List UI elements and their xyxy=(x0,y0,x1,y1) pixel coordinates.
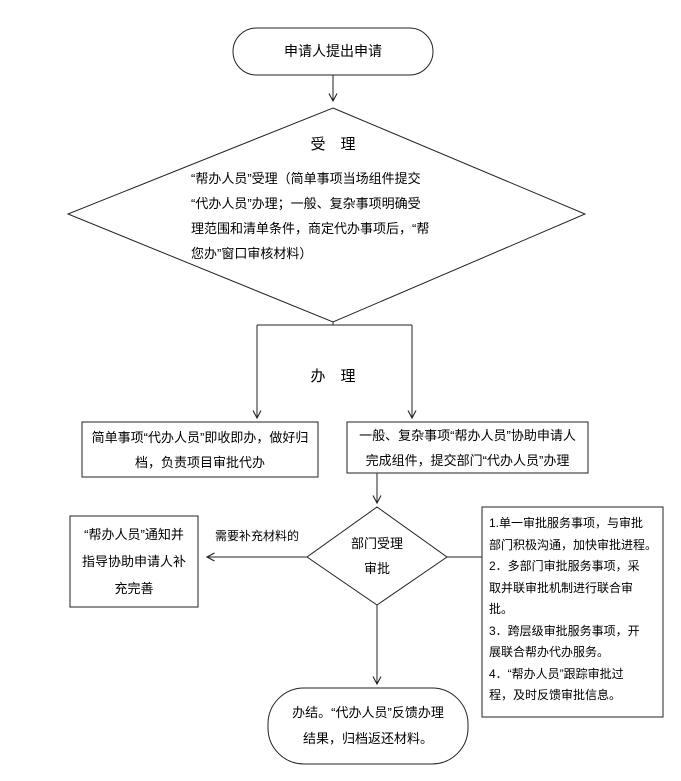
review-diamond-line: 部门受理 xyxy=(350,536,403,551)
connector-branch-split xyxy=(257,322,412,326)
notes-line: 3．跨层级审批服务事项，开 xyxy=(489,623,640,638)
simple-box-line: 简单事项“代办人员”即收即办，做好归 xyxy=(91,429,309,445)
end-terminator: 办结。“代办人员”反馈办理 结果，归档返还材料。 xyxy=(268,688,468,764)
acceptance-diamond-title: 受 理 xyxy=(310,136,356,153)
simple-box-shape xyxy=(81,421,319,478)
review-diamond-line: 审批 xyxy=(363,561,390,576)
notes-line: 取并联审批机制进行联合审 xyxy=(489,580,634,595)
acceptance-line: “帮办人员”受理（简单事项当场组件提交 xyxy=(191,171,421,186)
notes-line: 展联合帮办代办服务。 xyxy=(489,645,610,659)
notes-box: 1.单一审批服务事项，与审批 部门积极沟通，加快审批进程。 2．多部门审批服务事… xyxy=(489,513,659,707)
end-terminator-shape xyxy=(267,687,469,765)
complex-box-shape xyxy=(346,421,589,474)
supplement-box-line: “帮办人员”通知并 xyxy=(84,527,184,542)
notes-line: 程，及时反馈审批信息。 xyxy=(489,688,622,702)
supplement-box-line: 指导协助申请人补 xyxy=(81,554,186,569)
acceptance-line: 理范围和清单条件，商定代办事项后，“帮 xyxy=(191,221,430,236)
handle-stage-label: 办 理 xyxy=(310,368,356,385)
supplement-box-shape xyxy=(69,515,199,608)
notes-line: 2．多部门审批服务事项，采 xyxy=(489,559,640,573)
notes-line: 部门积极沟通，加快审批进程。 xyxy=(489,537,658,552)
acceptance-diamond-body: “帮办人员”受理（简单事项当场组件提交 “代办人员”办理；一般、复杂事项明确受 … xyxy=(191,166,491,266)
review-diamond: 部门受理 审批 xyxy=(307,507,447,605)
acceptance-line: “代办人员”办理；一般、复杂事项明确受 xyxy=(191,196,421,211)
complex-box: 一般、复杂事项“帮办人员”协助申请人 完成组件，提交部门“代办人员”办理 xyxy=(347,422,588,473)
complex-box-line: 完成组件，提交部门“代办人员”办理 xyxy=(365,452,570,468)
supplement-box-line: 充完善 xyxy=(114,581,154,596)
start-terminator: 申请人提出申请 xyxy=(284,43,382,59)
notes-line: 批。 xyxy=(489,602,514,616)
supplement-arrow-label: 需要补充材料的 xyxy=(214,529,299,543)
end-terminator-line: 结果，归档返还材料。 xyxy=(302,731,433,746)
notes-line: 4．“帮办人员”跟踪审批过 xyxy=(489,666,624,681)
notes-box-shape xyxy=(481,506,664,718)
simple-box-line: 档，负责项目审批代办 xyxy=(134,454,265,470)
end-terminator-line: 办结。“代办人员”反馈办理 xyxy=(292,705,444,720)
complex-box-line: 一般、复杂事项“帮办人员”协助申请人 xyxy=(359,427,576,443)
notes-line: 1.单一审批服务事项，与审批 xyxy=(489,516,644,530)
supplement-box: “帮办人员”通知并 指导协助申请人补 充完善 xyxy=(70,516,198,607)
acceptance-line: 您办”窗口审核材料） xyxy=(191,246,313,261)
simple-box: 简单事项“代办人员”即收即办，做好归 档，负责项目审批代办 xyxy=(82,422,318,477)
